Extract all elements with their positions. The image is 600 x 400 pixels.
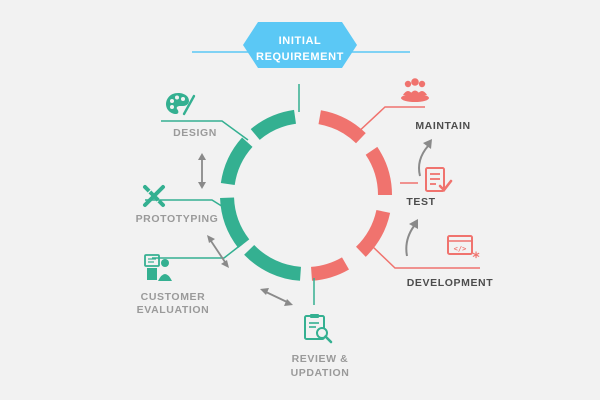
double-arrow-proto-customer: [207, 235, 229, 268]
customer-label-line1: CUSTOMER: [141, 291, 206, 303]
test-label: TEST: [406, 196, 435, 208]
development-group: </> * DEVELOPMENT: [371, 235, 494, 289]
review-group: REVIEW & UPDATION: [291, 278, 350, 379]
checklist-icon: [425, 167, 453, 192]
review-label-line2: UPDATION: [291, 367, 350, 379]
prototyping-label: PROTOTYPING: [136, 213, 219, 225]
design-label: DESIGN: [173, 127, 217, 139]
test-group: TEST: [400, 167, 453, 208]
pencil-ruler-icon: [143, 185, 165, 207]
design-group: DESIGN: [161, 93, 249, 141]
customer-label-line2: EVALUATION: [137, 304, 210, 316]
review-label-line1: REVIEW &: [292, 353, 349, 365]
double-arrow-design-proto: [198, 153, 206, 189]
team-icon: [401, 78, 429, 102]
maintain-group: MAINTAIN: [354, 78, 470, 136]
curved-arrow-up-1: [418, 139, 432, 177]
design-connector: [161, 120, 249, 141]
development-connector: [371, 245, 480, 269]
ring-segment-design: [250, 109, 297, 141]
ring-segment-development: [355, 209, 391, 257]
prototyping-group: PROTOTYPING: [136, 185, 229, 225]
prototyping-connector: [145, 199, 229, 211]
maintain-label: MAINTAIN: [415, 120, 470, 132]
code-window-icon: </> *: [447, 235, 480, 266]
development-label: DEVELOPMENT: [407, 277, 494, 289]
svg-text:*: *: [472, 250, 480, 266]
clipboard-search-icon: [304, 314, 333, 344]
cycle-ring: [220, 109, 392, 281]
header-line1: INITIAL: [279, 35, 322, 47]
ring-segment-review-right: [310, 257, 349, 281]
ring-segment-test: [365, 146, 392, 196]
customer-connector: [152, 243, 243, 259]
ring-segment-maintain: [318, 110, 366, 144]
palette-icon: [166, 93, 196, 116]
initial-requirement-hexagon: [243, 22, 357, 68]
customer-group: CUSTOMER EVALUATION: [137, 243, 243, 316]
double-arrow-review-customer: [260, 288, 293, 306]
maintain-connector: [354, 106, 425, 136]
header-line2: REQUIREMENT: [256, 51, 344, 63]
curved-arrow-up-2: [405, 219, 418, 257]
customer-board-icon: [144, 254, 172, 281]
ring-segment-customer: [220, 197, 250, 248]
ring-segment-review-left: [244, 244, 302, 281]
ring-segment-prototyping: [220, 137, 253, 186]
svg-text:</>: </>: [454, 245, 467, 253]
